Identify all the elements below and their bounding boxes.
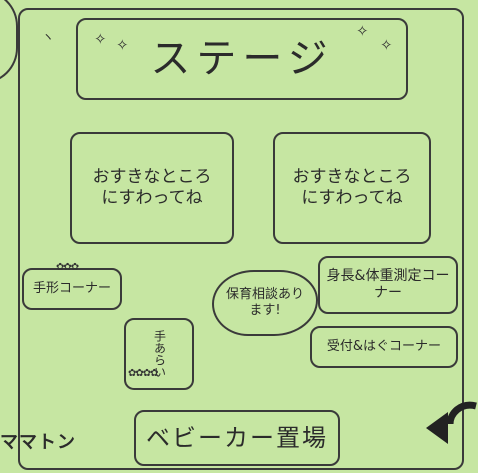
consultation-label: 保育相談あります! [225, 286, 304, 318]
seating-area-right: おすきなところにすわってね [273, 132, 431, 244]
flower-doodle-icon: ✿✿✿ [56, 262, 79, 273]
sparkle-icon: ✧ [356, 22, 369, 40]
stroller-parking: ベビーカー置場 [134, 410, 340, 466]
seating-label: おすきなところにすわってね [292, 166, 412, 208]
reception-corner: 受付&はぐコーナー [310, 326, 458, 368]
handwash-label: 手あらい [152, 330, 167, 378]
flower-doodle-icon: ✿✿✿✿ [128, 368, 158, 379]
height-weight-label: 身長&体重測定コーナー [326, 267, 450, 302]
seating-area-left: おすきなところにすわってね [70, 132, 234, 244]
sparkle-icon: ✧ [94, 30, 107, 48]
handprint-corner-label: 手形コーナー [32, 280, 111, 296]
stroller-label: ベビーカー置場 [146, 424, 328, 452]
consultation-bubble: 保育相談あります! [212, 270, 318, 336]
stage-area: ステージ [76, 18, 408, 100]
handwash-area: 手あらい [124, 318, 194, 390]
height-weight-corner: 身長&体重測定コーナー [318, 256, 458, 314]
venue-outline [18, 8, 464, 470]
left-curve-decoration [0, 0, 18, 84]
sparkle-icon: ✧ [116, 36, 129, 54]
reception-label: 受付&はぐコーナー [326, 338, 442, 354]
handprint-corner: 手形コーナー [22, 268, 122, 310]
seating-label: おすきなところにすわってね [92, 166, 212, 208]
stage-label: ステージ [150, 36, 334, 82]
left-edge-label: ママトン [0, 432, 76, 453]
entrance-arrow-icon [426, 401, 477, 444]
sparkle-icon: ✧ [380, 36, 393, 54]
corner-mark: ヽ [42, 30, 55, 44]
